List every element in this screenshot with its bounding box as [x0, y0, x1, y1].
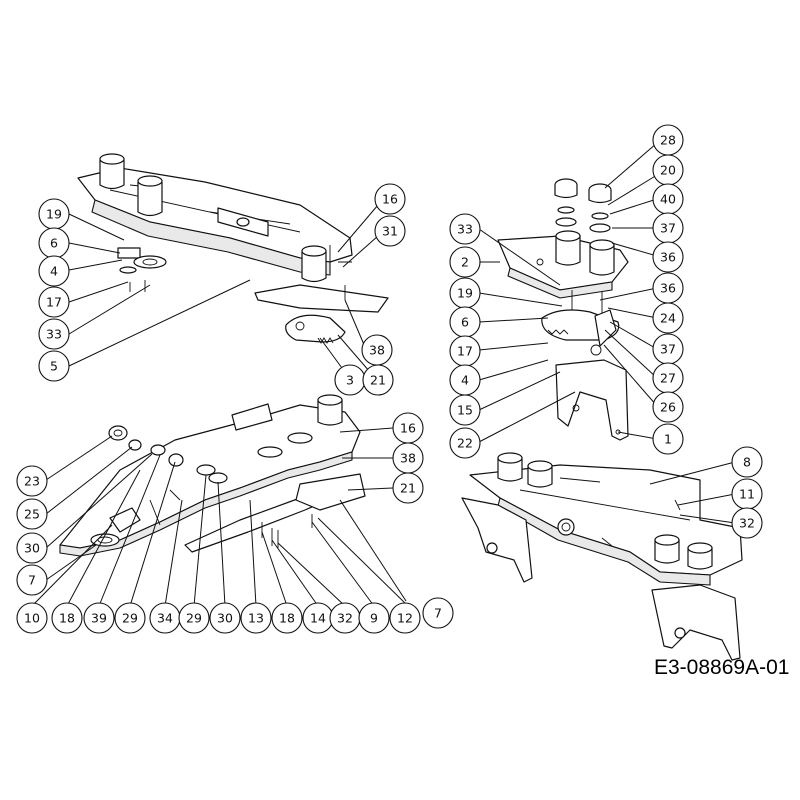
callout-5: 5 — [50, 359, 58, 374]
callout-24: 24 — [660, 311, 676, 326]
assembly-top-right — [497, 178, 629, 441]
assembly-bottom-right — [461, 452, 743, 661]
callout-22: 22 — [457, 436, 473, 451]
side-bracket-left — [461, 497, 533, 583]
callout-18-a: 18 — [59, 611, 75, 626]
callout-36-lower: 36 — [660, 281, 676, 296]
callout-27: 27 — [660, 371, 676, 386]
callout-1: 1 — [664, 432, 672, 447]
mounting-bracket-right — [555, 359, 629, 441]
callout-33-right: 33 — [457, 222, 473, 237]
leader-lines — [31, 142, 736, 607]
callouts: 19 6 4 17 33 5 16 31 38 3 21 28 20 40 37… — [16, 124, 763, 634]
callout-29-a: 29 — [122, 611, 138, 626]
callout-36: 36 — [660, 250, 676, 265]
callout-13: 13 — [248, 611, 264, 626]
callout-18-b: 18 — [279, 611, 295, 626]
callout-40: 40 — [660, 192, 676, 207]
callout-17: 17 — [46, 295, 62, 310]
document-code: E3-08869A-01 — [654, 656, 790, 679]
callout-15: 15 — [457, 403, 473, 418]
callout-23: 23 — [24, 474, 40, 489]
callout-33: 33 — [46, 327, 62, 342]
callout-4: 4 — [50, 264, 58, 279]
assembly-bottom-left — [59, 394, 366, 557]
callout-26: 26 — [660, 400, 676, 415]
callout-37-lower: 37 — [660, 342, 676, 357]
callout-7-left: 7 — [28, 573, 36, 588]
assembly-top-left — [77, 153, 389, 344]
bushing-23 — [108, 425, 128, 441]
side-bracket-right — [651, 584, 741, 661]
callout-10: 10 — [24, 611, 40, 626]
callout-21: 21 — [370, 373, 386, 388]
callout-4-right: 4 — [461, 373, 469, 388]
callout-38: 38 — [369, 343, 385, 358]
callout-9: 9 — [370, 611, 378, 626]
callout-2: 2 — [461, 255, 469, 270]
callout-20: 20 — [660, 163, 676, 178]
callout-16: 16 — [382, 192, 398, 207]
callout-8: 8 — [743, 455, 751, 470]
washer-stack-left — [117, 247, 141, 259]
callout-17-right: 17 — [457, 344, 473, 359]
callout-3: 3 — [346, 373, 354, 388]
callout-39: 39 — [91, 611, 107, 626]
callout-25: 25 — [24, 507, 40, 522]
callout-29-b: 29 — [186, 611, 202, 626]
gear-sector-top-left — [285, 314, 346, 343]
callout-16-bottom: 16 — [400, 421, 416, 436]
callout-6-right: 6 — [461, 315, 469, 330]
callout-32-right: 32 — [739, 516, 755, 531]
deck-plate-top-left — [254, 284, 389, 313]
callout-12: 12 — [397, 611, 413, 626]
callout-6: 6 — [50, 236, 58, 251]
callout-38-bottom: 38 — [400, 451, 416, 466]
callout-32-bottom: 32 — [337, 611, 353, 626]
callout-31: 31 — [382, 224, 398, 239]
callout-19-right: 19 — [457, 286, 473, 301]
callout-14: 14 — [310, 611, 326, 626]
callout-37: 37 — [660, 221, 676, 236]
frame-side-face — [91, 199, 331, 276]
callout-28: 28 — [660, 133, 676, 148]
callout-7-right: 7 — [434, 606, 442, 621]
callout-19: 19 — [46, 207, 62, 222]
pulley-left — [133, 255, 167, 269]
callout-34: 34 — [157, 611, 173, 626]
callout-30-left: 30 — [24, 541, 40, 556]
callout-21-bottom: 21 — [400, 481, 416, 496]
callout-11: 11 — [739, 487, 755, 502]
callout-30-b: 30 — [217, 611, 233, 626]
